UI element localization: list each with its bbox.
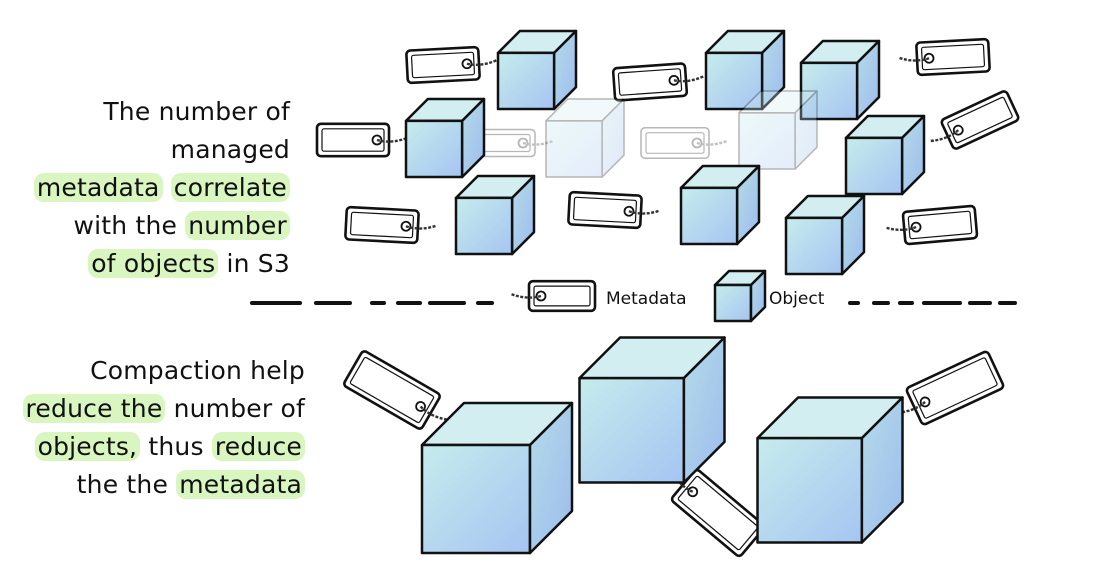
metadata-tag-icon [898,37,991,77]
legend-object-label: Object [769,289,825,309]
metadata-tag-icon [885,204,979,246]
object-cube-icon [704,29,786,111]
object-cube-icon [844,114,926,196]
metadata-tag-icon [510,279,597,313]
highlight-of-objects: of objects [88,249,219,278]
metadata-tag-icon [405,45,498,85]
metadata-tag-icon [567,190,660,230]
metadata-tag-icon [344,205,437,245]
metadata-tag-icon [611,62,705,102]
highlight-metadata: metadata [33,173,163,202]
highlight-objects: objects, [34,432,141,461]
metadata-tag-icon [343,350,448,430]
caption-text: with the [73,211,186,240]
highlight-metadata: metadata [176,470,305,499]
object-cube-icon [784,194,866,276]
object-cube-icon [420,401,574,555]
object-cube-icon [679,164,761,246]
caption-text: in S3 [218,249,290,278]
top-caption: The number of managed metadata correlate… [33,93,290,283]
caption-text: thus [140,432,212,461]
object-cube-icon [545,98,625,178]
caption-line: managed [170,135,290,164]
caption-text: number of [165,394,305,423]
object-cube-icon [756,396,904,544]
caption-text: the the [76,470,177,499]
metadata-tag-icon [640,126,728,160]
metadata-tag-icon [930,90,1020,150]
caption-line: Compaction help [90,356,305,385]
object-cube-icon [454,174,536,256]
bottom-caption: Compaction help reduce the number of obj… [22,352,305,504]
metadata-tag-icon [896,350,1005,426]
object-cube-icon [404,97,486,179]
highlight-number: number [185,211,290,240]
metadata-tag-icon [474,128,554,158]
metadata-tag-icon [315,122,408,158]
highlight-reduce: reduce [211,432,305,461]
object-cube-icon [738,90,818,170]
highlight-correlate: correlate [170,173,290,202]
legend-metadata-label: Metadata [606,289,687,309]
object-cube-icon [496,29,578,111]
object-cube-icon [713,269,767,323]
object-cube-icon [578,336,726,484]
highlight-reduce-the: reduce the [22,394,166,423]
caption-line: The number of [103,97,290,126]
